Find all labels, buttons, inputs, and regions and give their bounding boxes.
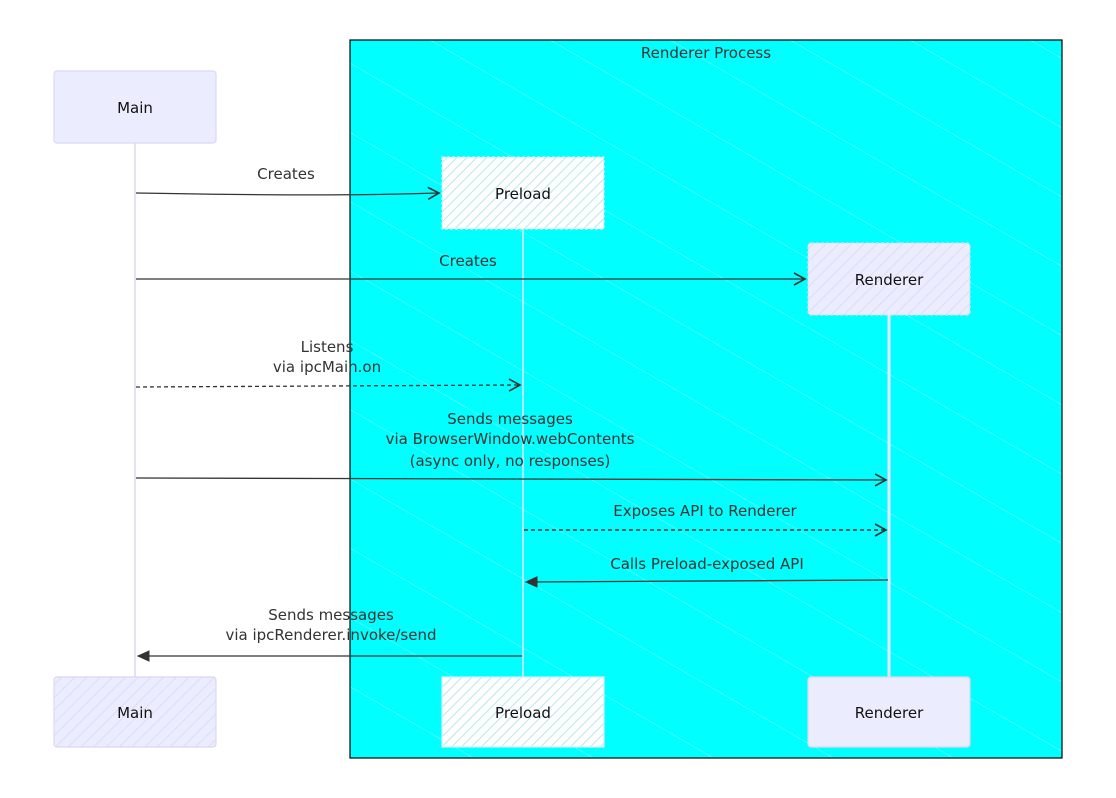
message-listens-line2: via ipcMain.on — [273, 358, 381, 376]
message-creates-preload-arrow — [135, 186, 441, 201]
message-sends-ipcrenderer-line2: via ipcRenderer.invoke/send — [225, 626, 436, 644]
renderer-process-group: Renderer Process — [349, 39, 1063, 759]
message-creates-renderer: Creates — [136, 252, 807, 286]
participant-preload-top-label: Preload — [495, 185, 551, 203]
participant-main-top-label: Main — [117, 99, 153, 117]
participant-main-bottom-label: Main — [117, 704, 153, 722]
participant-preload-top: Preload — [441, 156, 605, 230]
message-sends-ipcrenderer: Sends messages via ipcRenderer.invoke/se… — [136, 606, 522, 662]
renderer-process-box — [349, 39, 1063, 759]
message-exposes-api-label: Exposes API to Renderer — [613, 502, 797, 520]
message-sends-webcontents-line1: Sends messages — [447, 410, 573, 428]
message-listens: Listens via ipcMain.on — [135, 338, 522, 392]
message-exposes-api: Exposes API to Renderer — [524, 502, 888, 537]
message-calls-api: Calls Preload-exposed API — [524, 555, 889, 588]
message-calls-api-label: Calls Preload-exposed API — [610, 555, 804, 573]
participant-renderer-top: Renderer — [807, 242, 971, 316]
participant-renderer-top-label: Renderer — [855, 271, 924, 289]
participant-main-bottom: Main — [53, 676, 217, 748]
message-creates-renderer-label: Creates — [439, 252, 497, 270]
message-sends-webcontents-line3: (async only, no responses) — [410, 452, 611, 470]
message-calls-api-arrow — [524, 576, 889, 588]
message-sends-ipcrenderer-line1: Sends messages — [268, 606, 394, 624]
message-listens-arrow — [135, 378, 522, 392]
message-listens-line1: Listens — [301, 338, 354, 356]
message-creates-preload: Creates — [135, 165, 441, 201]
participant-renderer-bottom-label: Renderer — [855, 704, 924, 722]
participant-main-top: Main — [53, 70, 217, 144]
message-sends-webcontents-line2: via BrowserWindow.webContents — [386, 430, 635, 448]
participant-renderer-bottom: Renderer — [807, 676, 971, 748]
message-creates-preload-label: Creates — [257, 165, 315, 183]
renderer-process-title: Renderer Process — [641, 44, 771, 62]
participant-preload-bottom-label: Preload — [495, 704, 551, 722]
message-sends-webcontents: Sends messages via BrowserWindow.webCont… — [135, 410, 888, 487]
message-sends-webcontents-arrow — [135, 473, 888, 487]
participant-preload-bottom: Preload — [441, 676, 605, 748]
